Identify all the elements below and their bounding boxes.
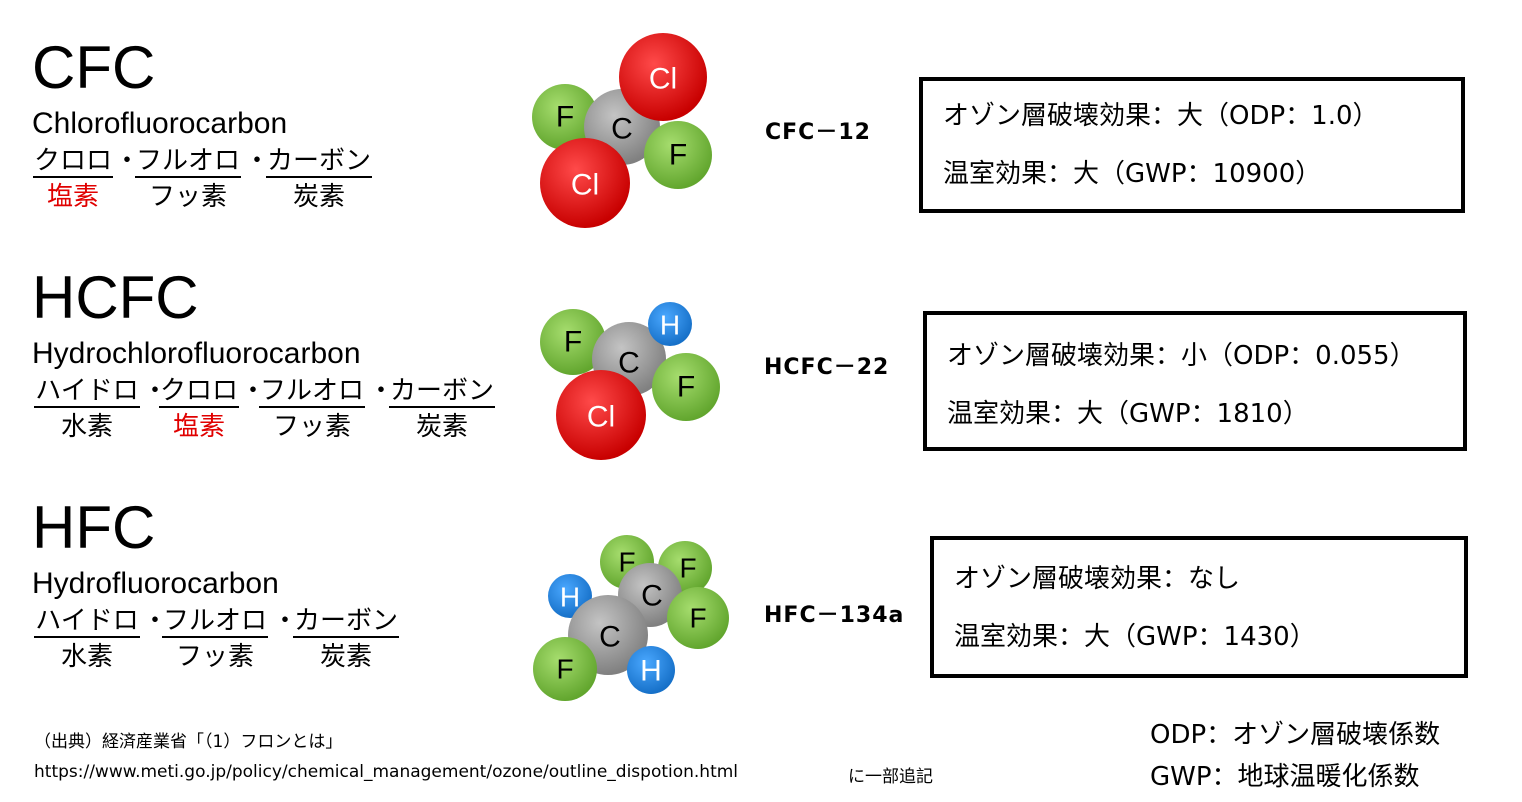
svg-text:Cl: Cl bbox=[587, 401, 615, 434]
odp-effect-text: オゾン層破壊効果：小（ODP：0.055） bbox=[947, 341, 1416, 371]
svg-text:C: C bbox=[599, 621, 621, 654]
atom-cl: Cl bbox=[540, 138, 630, 228]
term-hydro: ハイドロ 水素 bbox=[32, 606, 142, 672]
term-kanji: 水素 bbox=[60, 412, 113, 442]
term-kanji: フッ素 bbox=[148, 182, 227, 212]
atom-h: H bbox=[648, 302, 692, 346]
gwp-legend: GWP：地球温暖化係数 bbox=[1150, 762, 1420, 792]
svg-text:F: F bbox=[564, 326, 582, 359]
term-kanji: フッ素 bbox=[175, 642, 254, 672]
term-katakana: ハイドロ bbox=[34, 606, 140, 638]
hcfc-full-name: Hydrochlorofluorocarbon bbox=[32, 337, 361, 370]
term-katakana: フルオロ bbox=[134, 146, 241, 178]
term-carbon: カーボン 炭素 bbox=[262, 146, 376, 212]
source-url: https://www.meti.go.jp/policy/chemical_m… bbox=[34, 762, 739, 782]
source-note: に一部追記 bbox=[848, 767, 933, 787]
odp-effect-text: オゾン層破壊効果：なし bbox=[954, 564, 1241, 594]
term-fluoro: フルオロ フッ素 bbox=[256, 376, 368, 442]
term-separator: ・ bbox=[244, 146, 271, 176]
hfc134a-molecule: F F H C F C F H bbox=[533, 535, 729, 701]
svg-text:C: C bbox=[641, 580, 663, 613]
term-katakana: カーボン bbox=[292, 606, 399, 638]
svg-text:H: H bbox=[560, 582, 580, 613]
cfc-abbr: CFC bbox=[32, 34, 156, 101]
hfc134a-effects-box: オゾン層破壊効果：なし 温室効果：大（GWP：1430） bbox=[930, 536, 1468, 678]
svg-text:C: C bbox=[611, 113, 633, 146]
svg-text:C: C bbox=[618, 347, 640, 380]
atom-cl: Cl bbox=[556, 370, 646, 460]
term-kanji: 水素 bbox=[60, 642, 113, 672]
svg-text:H: H bbox=[660, 310, 680, 341]
hfc-full-name: Hydrofluorocarbon bbox=[32, 567, 279, 600]
source-citation: （出典）経済産業省「（1）フロンとは」 bbox=[34, 732, 343, 752]
term-chloro: クロロ 塩素 bbox=[32, 146, 114, 212]
svg-text:F: F bbox=[689, 603, 706, 634]
term-chloro: クロロ 塩素 bbox=[158, 376, 240, 442]
svg-text:Cl: Cl bbox=[571, 169, 599, 202]
term-fluoro: フルオロ フッ素 bbox=[158, 606, 272, 672]
term-separator: ・ bbox=[368, 376, 395, 406]
term-kanji: 塩素 bbox=[172, 412, 225, 442]
term-fluoro: フルオロ フッ素 bbox=[132, 146, 244, 212]
term-separator: ・ bbox=[114, 146, 141, 176]
atom-cl: Cl bbox=[619, 33, 707, 121]
svg-text:F: F bbox=[679, 553, 696, 584]
atom-h: H bbox=[627, 646, 675, 694]
term-separator: ・ bbox=[142, 376, 169, 406]
svg-text:F: F bbox=[677, 371, 695, 404]
cfc12-effects-box: オゾン層破壊効果：大（ODP：1.0） 温室効果：大（GWP：10900） bbox=[919, 77, 1465, 213]
term-separator: ・ bbox=[142, 606, 169, 636]
atom-f: F bbox=[540, 309, 606, 375]
term-kanji: 炭素 bbox=[319, 642, 372, 672]
odp-effect-text: オゾン層破壊効果：大（ODP：1.0） bbox=[943, 101, 1379, 131]
atom-f: F bbox=[533, 637, 597, 701]
odp-legend: ODP：オゾン層破壊係数 bbox=[1150, 720, 1441, 750]
term-katakana: フルオロ bbox=[258, 376, 365, 408]
cfc12-molecule: F C Cl F Cl bbox=[532, 33, 712, 228]
gwp-effect-text: 温室効果：大（GWP：1810） bbox=[947, 399, 1309, 429]
gwp-effect-text: 温室効果：大（GWP：10900） bbox=[943, 159, 1322, 189]
term-separator: ・ bbox=[240, 376, 267, 406]
term-kanji: 炭素 bbox=[415, 412, 468, 442]
term-separator: ・ bbox=[272, 606, 299, 636]
cfc-full-name: Chlorofluorocarbon bbox=[32, 107, 288, 140]
term-kanji: 炭素 bbox=[292, 182, 345, 212]
term-katakana: クロロ bbox=[158, 376, 239, 408]
atom-f: F bbox=[652, 353, 720, 421]
term-kanji: 塩素 bbox=[46, 182, 99, 212]
hfc-abbr: HFC bbox=[32, 494, 156, 561]
hcfc-abbr: HCFC bbox=[32, 264, 199, 331]
atom-f: F bbox=[667, 587, 729, 649]
cfc12-label: CFC－12 bbox=[765, 120, 871, 145]
atom-f: F bbox=[532, 84, 598, 150]
term-katakana: クロロ bbox=[32, 146, 113, 178]
atom-f: F bbox=[644, 121, 712, 189]
svg-text:F: F bbox=[669, 139, 687, 172]
term-katakana: フルオロ bbox=[161, 606, 268, 638]
hfc134a-label: HFC－134a bbox=[764, 603, 905, 628]
hcfc22-effects-box: オゾン層破壊効果：小（ODP：0.055） 温室効果：大（GWP：1810） bbox=[923, 311, 1467, 451]
svg-text:F: F bbox=[556, 654, 573, 685]
hcfc22-label: HCFC－22 bbox=[764, 355, 890, 380]
svg-text:H: H bbox=[640, 655, 662, 688]
term-katakana: カーボン bbox=[265, 146, 372, 178]
svg-text:F: F bbox=[556, 101, 574, 134]
term-katakana: カーボン bbox=[388, 376, 495, 408]
term-carbon: カーボン 炭素 bbox=[288, 606, 404, 672]
term-carbon: カーボン 炭素 bbox=[384, 376, 500, 442]
term-katakana: ハイドロ bbox=[34, 376, 140, 408]
term-hydro: ハイドロ 水素 bbox=[32, 376, 142, 442]
hcfc22-molecule: F C H F Cl bbox=[540, 302, 720, 460]
gwp-effect-text: 温室効果：大（GWP：1430） bbox=[954, 622, 1316, 652]
svg-text:Cl: Cl bbox=[649, 63, 677, 96]
term-kanji: フッ素 bbox=[272, 412, 351, 442]
